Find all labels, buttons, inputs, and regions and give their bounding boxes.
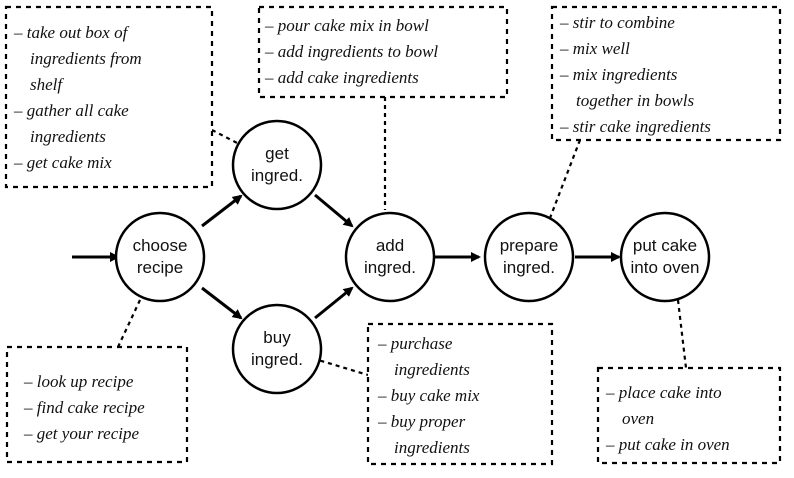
node-buy-ingred: buy ingred. <box>231 303 323 395</box>
note-line: – put cake in oven <box>605 435 730 454</box>
note-line: – look up recipe <box>23 372 134 391</box>
note-choose-recipe: – look up recipe – find cake recipe – ge… <box>5 345 189 464</box>
note-line: – stir cake ingredients <box>559 117 711 136</box>
note-line: ingredients from <box>30 49 142 68</box>
note-prepare-ingred: – stir to combine – mix well – mix ingre… <box>550 5 782 142</box>
note-line: ingredients <box>394 438 470 457</box>
note-line: – take out box of <box>13 23 130 42</box>
arrow-get-to-add <box>314 193 354 228</box>
node-get-ingred: get ingred. <box>231 119 323 211</box>
node-add-line2: ingred. <box>364 258 416 277</box>
note-buy-ingred: – purchase ingredients – buy cake mix – … <box>366 322 554 466</box>
node-get-line1: get <box>265 144 289 163</box>
node-prepare-line2: ingred. <box>503 258 555 277</box>
note-line: – stir to combine <box>559 13 675 32</box>
note-line: together in bowls <box>576 91 694 110</box>
note-line: – place cake into <box>605 383 722 402</box>
node-buy-line1: buy <box>263 328 291 347</box>
arrow-buy-to-add <box>314 286 354 320</box>
node-add-line1: add <box>376 236 404 255</box>
note-line: – purchase <box>377 334 453 353</box>
arrow-choose-to-buy <box>201 286 243 320</box>
note-line: – find cake recipe <box>23 398 145 417</box>
connector-choose-note <box>117 299 141 348</box>
node-put-line2: into oven <box>631 258 700 277</box>
note-line: shelf <box>30 75 64 94</box>
note-line: – mix well <box>559 39 630 58</box>
note-line: oven <box>622 409 654 428</box>
note-line: – mix ingredients <box>559 65 678 84</box>
note-line: – buy cake mix <box>377 386 480 405</box>
node-add-ingred: add ingred. <box>344 211 436 303</box>
node-choose-line2: recipe <box>137 258 183 277</box>
node-choose-line1: choose <box>133 236 188 255</box>
note-line: – add cake ingredients <box>264 68 419 87</box>
note-line: – get your recipe <box>23 424 139 443</box>
note-get-ingred: – take out box of ingredients from shelf… <box>4 5 214 189</box>
node-put-line1: put cake <box>633 236 697 255</box>
node-prepare-line1: prepare <box>500 236 559 255</box>
arrow-choose-to-get <box>201 194 243 228</box>
note-add-ingred: – pour cake mix in bowl – add ingredient… <box>257 5 509 99</box>
note-line: – buy proper <box>377 412 466 431</box>
node-choose-recipe: choose recipe <box>114 211 206 303</box>
connector-put-note <box>676 299 688 369</box>
note-line: – pour cake mix in bowl <box>264 16 429 35</box>
note-put-cake-into-oven: – place cake into oven – put cake in ove… <box>596 366 782 465</box>
note-line: – get cake mix <box>13 153 112 172</box>
connector-prepare-note <box>548 139 582 219</box>
note-line: – add ingredients to bowl <box>264 42 438 61</box>
note-line: ingredients <box>394 360 470 379</box>
note-line: – gather all cake <box>13 101 129 120</box>
node-prepare-ingred: prepare ingred. <box>483 211 575 303</box>
node-buy-line2: ingred. <box>251 350 303 369</box>
note-line: ingredients <box>30 127 106 146</box>
node-get-line2: ingred. <box>251 166 303 185</box>
connector-get-note <box>211 129 244 147</box>
node-put-cake-into-oven: put cake into oven <box>619 211 711 303</box>
